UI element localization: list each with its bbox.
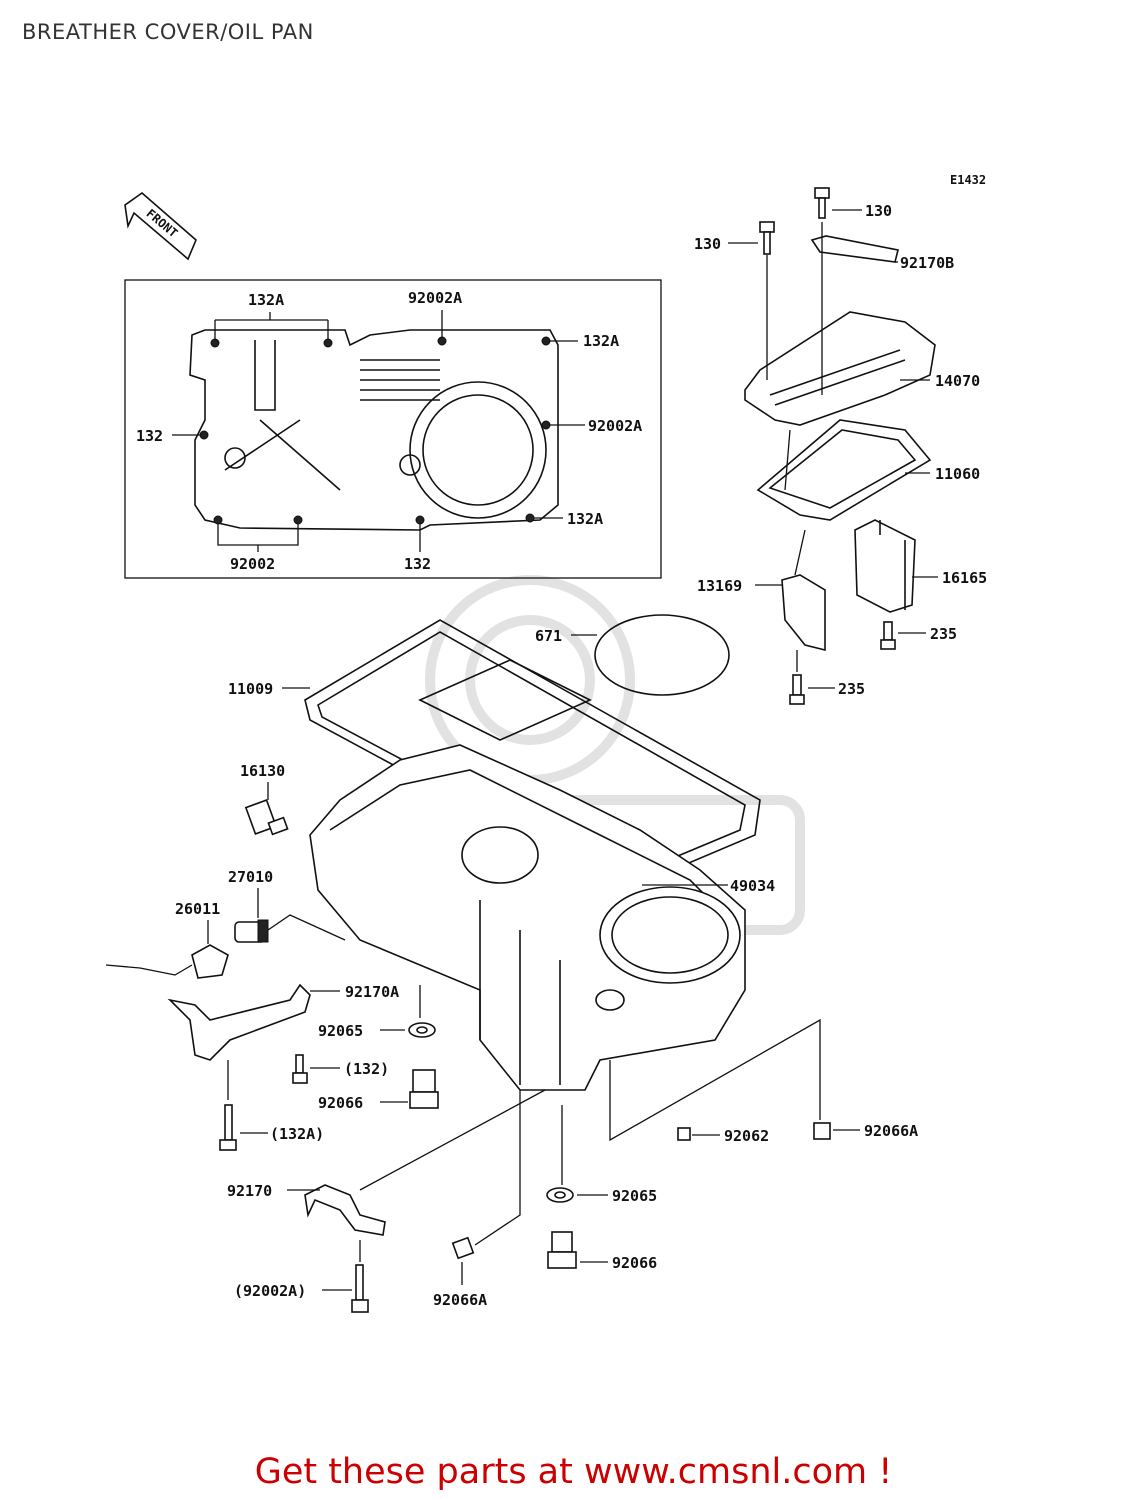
label-92170B: 92170B bbox=[900, 254, 954, 272]
label-92002: 92002 bbox=[230, 555, 275, 573]
label-132A: 132A bbox=[248, 291, 284, 309]
bolt-icon bbox=[880, 621, 896, 650]
label-132: 132 bbox=[136, 427, 163, 445]
label-92002A: 92002A bbox=[588, 417, 642, 435]
footer-link[interactable]: Get these parts at www.cmsnl.com ! bbox=[254, 1452, 893, 1492]
label-13169: 13169 bbox=[697, 577, 742, 595]
front-arrow-icon: FRONT bbox=[124, 191, 197, 261]
label-132A: 132A bbox=[583, 332, 619, 350]
label-27010: 27010 bbox=[228, 868, 273, 886]
inset-bolt-markers bbox=[199, 336, 551, 525]
bolt-icon bbox=[219, 1104, 237, 1151]
label-11009: 11009 bbox=[228, 680, 273, 698]
cap-26011 bbox=[105, 920, 229, 979]
plug-icon bbox=[677, 1127, 691, 1141]
bolt-icon bbox=[789, 674, 805, 705]
drain-plug-icon bbox=[409, 1069, 439, 1109]
oil-pan bbox=[309, 744, 746, 1091]
label-132A: 132A bbox=[567, 510, 603, 528]
inset-crankcase-view: 132A 92002A 132A 132 92002A 132A 92002 1… bbox=[124, 279, 662, 579]
label-92065: 92065 bbox=[318, 1022, 363, 1040]
label-235: 235 bbox=[838, 680, 865, 698]
label-130: 130 bbox=[694, 235, 721, 253]
label-132: 132 bbox=[404, 555, 431, 573]
plug-icon bbox=[813, 1122, 831, 1140]
label-16130: 16130 bbox=[240, 762, 285, 780]
label-132A-paren: (132A) bbox=[270, 1125, 324, 1143]
breather-cover-assembly bbox=[728, 187, 938, 705]
label-92066A: 92066A bbox=[433, 1291, 487, 1309]
drain-plug-icon bbox=[547, 1231, 577, 1269]
label-16165: 16165 bbox=[942, 569, 987, 587]
label-11060: 11060 bbox=[935, 465, 980, 483]
label-130: 130 bbox=[865, 202, 892, 220]
label-26011: 26011 bbox=[175, 900, 220, 918]
plug-icon bbox=[451, 1236, 475, 1260]
label-235: 235 bbox=[930, 625, 957, 643]
label-92170A: 92170A bbox=[345, 983, 399, 1001]
label-92062: 92062 bbox=[724, 1127, 769, 1145]
label-92066: 92066 bbox=[318, 1094, 363, 1112]
label-49034: 49034 bbox=[730, 877, 775, 895]
oil-pressure-switch-16130 bbox=[244, 782, 289, 836]
bolt-icon bbox=[351, 1264, 369, 1313]
oil-pan-gasket bbox=[282, 619, 761, 891]
o-ring-icon bbox=[571, 614, 730, 696]
label-92002A: 92002A bbox=[408, 289, 462, 307]
label-14070: 14070 bbox=[935, 372, 980, 390]
bracket-92170 bbox=[287, 1089, 546, 1236]
bolt-icon bbox=[814, 187, 830, 219]
label-132-paren: (132) bbox=[344, 1060, 389, 1078]
label-92002A-paren: (92002A) bbox=[234, 1282, 306, 1300]
label-92066A: 92066A bbox=[864, 1122, 918, 1140]
bracket-92170A bbox=[167, 983, 340, 1061]
oil-pressure-switch-27010 bbox=[234, 888, 346, 943]
label-92170: 92170 bbox=[227, 1182, 272, 1200]
bolt-icon bbox=[292, 1054, 308, 1084]
diagram-code: E1432 bbox=[950, 173, 986, 187]
label-92065: 92065 bbox=[612, 1187, 657, 1205]
bolt-icon bbox=[759, 221, 775, 255]
label-671: 671 bbox=[535, 627, 562, 645]
washer-icon bbox=[546, 1187, 574, 1203]
page-title: BREATHER COVER/OIL PAN bbox=[22, 20, 314, 44]
washer-icon bbox=[408, 1022, 436, 1038]
label-92066: 92066 bbox=[612, 1254, 657, 1272]
